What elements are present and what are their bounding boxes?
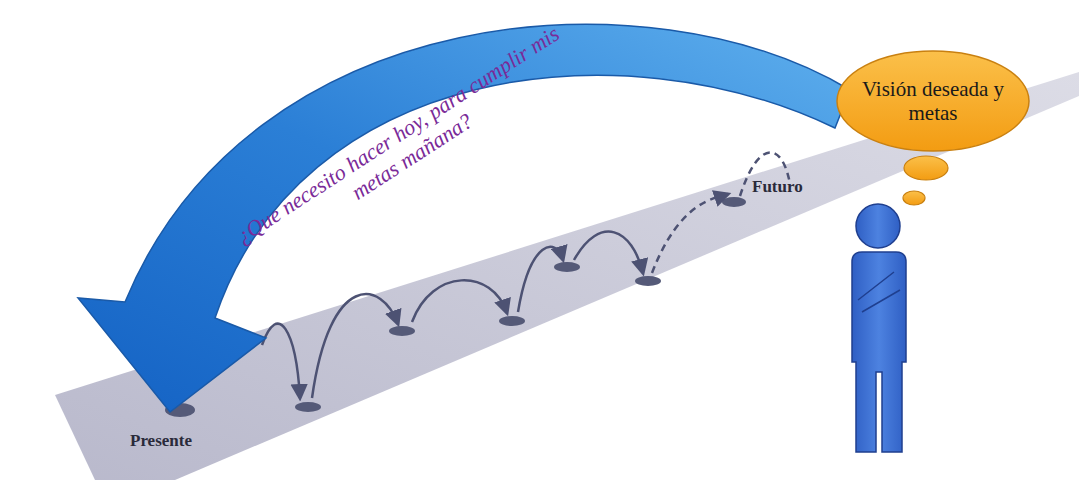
bubble-ellipse — [837, 51, 1029, 151]
hop-arc — [412, 280, 507, 322]
stone — [389, 326, 415, 336]
hop-arc — [518, 247, 563, 312]
stone — [635, 276, 661, 286]
person-head — [856, 204, 900, 248]
stone — [499, 316, 525, 326]
hop-arc — [312, 294, 398, 398]
person-body — [852, 252, 906, 452]
hop-arc — [574, 232, 643, 273]
hop-arc — [262, 324, 300, 398]
timeline-label: Futuro — [752, 176, 832, 197]
timeline-label: Presente — [130, 430, 230, 451]
stone — [722, 197, 746, 207]
thought-trail — [903, 191, 925, 205]
thought-trail — [904, 156, 948, 180]
stone — [554, 262, 580, 272]
person-figure — [852, 204, 906, 452]
bubble-text: Visión deseada y metas — [858, 77, 1008, 125]
thought-bubble: Visión deseada y metas — [836, 50, 1030, 152]
person-arm — [858, 272, 900, 312]
hop-arc-dashed — [652, 194, 728, 273]
stone — [295, 402, 321, 412]
